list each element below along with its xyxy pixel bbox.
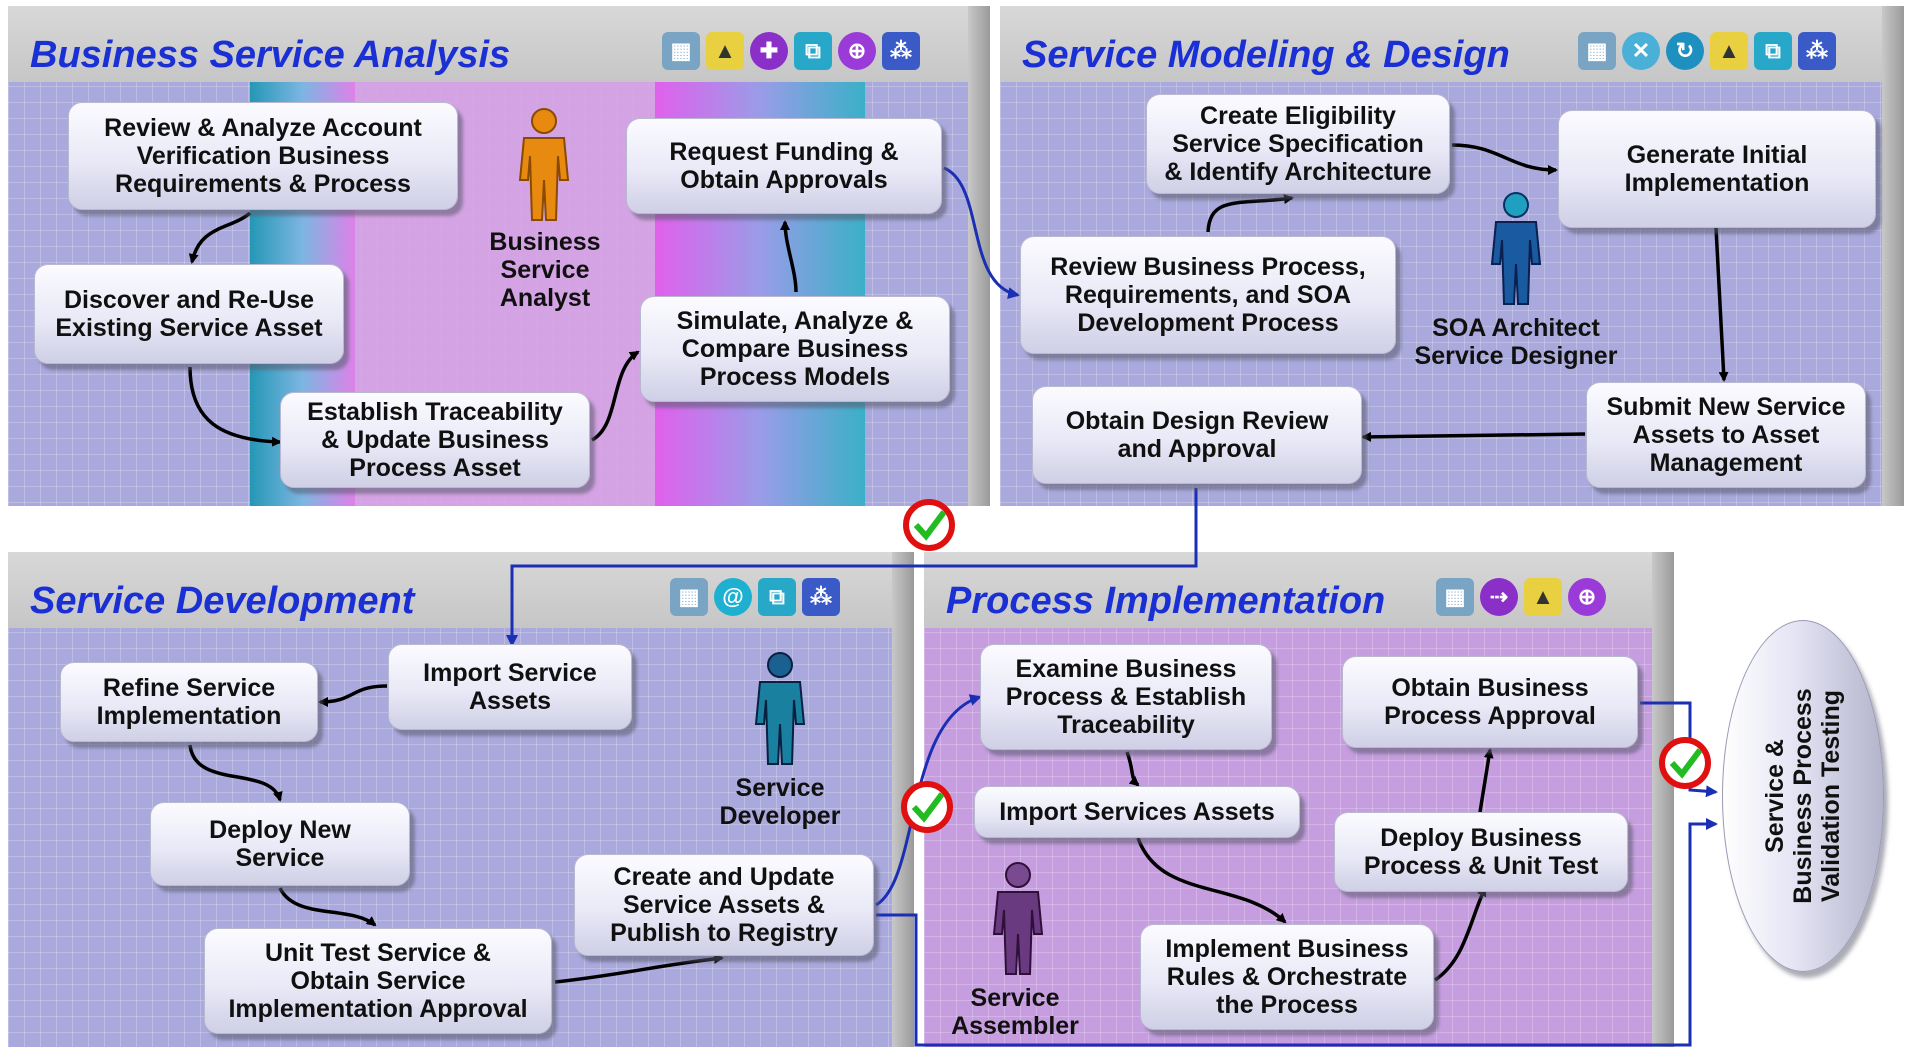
model-icon[interactable]: ▦ bbox=[1436, 578, 1474, 616]
arrow-create-to-validation bbox=[876, 818, 1718, 1047]
arrow-eligibility-to-generate bbox=[1451, 143, 1558, 175]
panel-title: Service Development bbox=[30, 580, 415, 622]
step-simulate-analyze-models[interactable]: Simulate, Analyze & Compare Business Pro… bbox=[640, 296, 950, 402]
network-icon[interactable]: ⁂ bbox=[882, 32, 920, 70]
tool-icons: ▦ ✕ ↻ ▲ ⧉ ⁂ bbox=[1578, 32, 1836, 70]
approval-check-icon bbox=[903, 499, 955, 551]
arrow-examine-to-import bbox=[1125, 751, 1140, 787]
arrow-review-to-eligibility bbox=[1206, 194, 1294, 233]
arrow-submit-to-design-review bbox=[1361, 431, 1586, 442]
person-icon-business-analyst bbox=[518, 108, 570, 221]
arrow-discover-to-traceability bbox=[188, 366, 282, 447]
step-refine-service-implementation[interactable]: Refine Service Implementation bbox=[60, 662, 318, 742]
step-unit-test-service[interactable]: Unit Test Service & Obtain Service Imple… bbox=[204, 928, 552, 1034]
arrow-funding-to-review-business bbox=[943, 166, 1020, 300]
metrics-icon[interactable]: ▲ bbox=[1710, 32, 1748, 70]
validation-testing-label: Service & Business Process Validation Te… bbox=[1761, 688, 1845, 904]
tool-icons: ▦ ▲ ✚ ⧉ ⊕ ⁂ bbox=[662, 32, 920, 70]
step-request-funding[interactable]: Request Funding & Obtain Approvals bbox=[626, 118, 942, 214]
role-label-service-developer: Service Developer bbox=[719, 774, 841, 830]
person-icon-service-developer bbox=[754, 652, 806, 765]
approval-check-icon bbox=[1659, 737, 1711, 789]
network-icon[interactable]: ⁂ bbox=[1798, 32, 1836, 70]
panel-title: Business Service Analysis bbox=[30, 34, 511, 76]
person-icon-soa-architect bbox=[1490, 192, 1542, 305]
panel-background bbox=[8, 552, 914, 1047]
step-examine-business-process[interactable]: Examine Business Process & Establish Tra… bbox=[980, 644, 1272, 750]
tool-icons: ▦ @ ⧉ ⁂ bbox=[670, 578, 840, 616]
globe-icon[interactable]: ⊕ bbox=[838, 32, 876, 70]
step-import-services-assets[interactable]: Import Services Assets bbox=[974, 786, 1300, 838]
panel-service-development: Service Development ▦ @ ⧉ ⁂ bbox=[8, 552, 914, 1047]
compass-icon[interactable]: ✚ bbox=[750, 32, 788, 70]
arrow-traceability-to-simulate bbox=[591, 350, 640, 442]
arrow-implement-to-deploy bbox=[1434, 886, 1487, 982]
arrow-refine-to-deploy bbox=[188, 744, 283, 802]
step-deploy-business-process[interactable]: Deploy Business Process & Unit Test bbox=[1334, 812, 1628, 892]
step-deploy-new-service[interactable]: Deploy New Service bbox=[150, 802, 410, 886]
arrow-deploy-to-unittest bbox=[278, 887, 377, 927]
arrow-design-review-to-import bbox=[506, 488, 1198, 647]
step-review-analyze-requirements[interactable]: Review & Analyze Account Verification Bu… bbox=[68, 102, 458, 210]
panel-header bbox=[1000, 6, 1904, 82]
role-label-service-assembler: Service Assembler bbox=[951, 984, 1079, 1040]
step-obtain-design-review[interactable]: Obtain Design Review and Approval bbox=[1032, 386, 1362, 484]
panel-title: Process Implementation bbox=[946, 580, 1386, 622]
arrow-deploy-to-obtain bbox=[1478, 748, 1494, 813]
panel-side bbox=[1882, 6, 1904, 506]
panel-side bbox=[1652, 552, 1674, 1047]
process-icon[interactable]: ⇢ bbox=[1480, 578, 1518, 616]
step-create-update-publish[interactable]: Create and Update Service Assets & Publi… bbox=[574, 854, 874, 956]
person-icon-service-assembler bbox=[992, 862, 1044, 975]
globe-icon[interactable]: ⊕ bbox=[1568, 578, 1606, 616]
step-submit-new-service-assets[interactable]: Submit New Service Assets to Asset Manag… bbox=[1586, 382, 1866, 488]
metrics-icon[interactable]: ▲ bbox=[706, 32, 744, 70]
network-icon[interactable]: ⁂ bbox=[802, 578, 840, 616]
role-label-soa-architect: SOA Architect Service Designer bbox=[1414, 314, 1618, 370]
step-create-eligibility-spec[interactable]: Create Eligibility Service Specification… bbox=[1146, 94, 1450, 194]
approval-check-icon bbox=[901, 781, 953, 833]
step-establish-traceability[interactable]: Establish Traceability & Update Business… bbox=[280, 392, 590, 488]
step-import-service-assets[interactable]: Import Service Assets bbox=[388, 644, 632, 730]
asset-icon[interactable]: ⧉ bbox=[794, 32, 832, 70]
step-obtain-business-process-approval[interactable]: Obtain Business Process Approval bbox=[1342, 656, 1638, 748]
asset-icon[interactable]: ⧉ bbox=[758, 578, 796, 616]
panel-business-service-analysis: Business Service Analysis ▦ ▲ ✚ ⧉ ⊕ ⁂ bbox=[8, 6, 990, 506]
step-generate-initial-implementation[interactable]: Generate Initial Implementation bbox=[1558, 110, 1876, 228]
panel-title: Service Modeling & Design bbox=[1022, 34, 1510, 76]
panel-side bbox=[968, 6, 990, 506]
arrow-generate-to-submit bbox=[1714, 227, 1729, 382]
validation-testing-ellipse[interactable]: Service & Business Process Validation Te… bbox=[1722, 620, 1884, 972]
swirl-icon[interactable]: @ bbox=[714, 578, 752, 616]
step-implement-business-rules[interactable]: Implement Business Rules & Orchestrate t… bbox=[1140, 924, 1434, 1030]
arrow-review-to-discover bbox=[188, 211, 252, 264]
model-icon[interactable]: ▦ bbox=[670, 578, 708, 616]
model-icon[interactable]: ▦ bbox=[662, 32, 700, 70]
tool-icons: ▦ ⇢ ▲ ⊕ bbox=[1436, 578, 1606, 616]
role-label-business-analyst: Business Service Analyst bbox=[489, 228, 601, 312]
arrow-import-to-refine bbox=[318, 684, 388, 707]
metrics-icon[interactable]: ▲ bbox=[1524, 578, 1562, 616]
arrow-import-to-implement bbox=[1136, 837, 1287, 924]
model-icon[interactable]: ▦ bbox=[1578, 32, 1616, 70]
cycle-icon[interactable]: ↻ bbox=[1666, 32, 1704, 70]
step-review-business-process[interactable]: Review Business Process, Requirements, a… bbox=[1020, 236, 1396, 354]
arrow-unittest-to-create bbox=[554, 953, 724, 984]
arrow-simulate-to-funding bbox=[780, 220, 798, 293]
design-icon[interactable]: ✕ bbox=[1622, 32, 1660, 70]
asset-icon[interactable]: ⧉ bbox=[1754, 32, 1792, 70]
step-discover-reuse-asset[interactable]: Discover and Re-Use Existing Service Ass… bbox=[34, 264, 344, 364]
